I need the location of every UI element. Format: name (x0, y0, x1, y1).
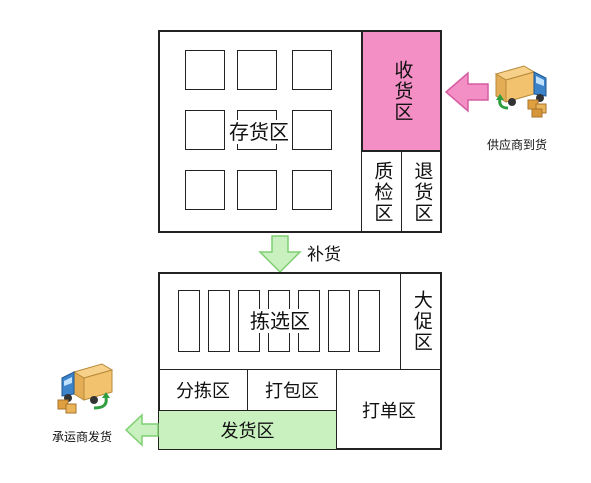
packing-zone: 打包区 (247, 369, 337, 411)
carrier-shipping-label: 承运商发货 (52, 430, 113, 444)
storage-rack (292, 50, 332, 90)
delivery-truck-icon (494, 65, 547, 118)
picking-zone-label: 拣选区 (248, 309, 312, 333)
arrow-down-icon (258, 235, 302, 274)
supplier-arrival-label: 供应商到货 (487, 138, 548, 152)
picking-slot (358, 290, 380, 352)
promo-zone-label: 大促区 (410, 289, 433, 353)
label-printing-zone: 打单区 (336, 369, 442, 450)
qc-zone: 质检区 (361, 151, 402, 233)
label-printing-zone-label: 打单区 (362, 400, 416, 422)
receiving-zone-label: 收货区 (391, 59, 414, 123)
picking-slot (178, 290, 200, 352)
storage-rack (185, 170, 225, 210)
arrow-left-icon (444, 71, 489, 113)
promo-zone: 大促区 (400, 272, 442, 370)
receiving-zone: 收货区 (361, 30, 442, 152)
sorting-zone: 分拣区 (158, 369, 248, 411)
storage-rack (292, 110, 332, 150)
storage-rack (185, 110, 225, 150)
qc-zone-label: 质检区 (371, 160, 394, 224)
return-zone: 退货区 (401, 151, 442, 233)
sorting-zone-label: 分拣区 (176, 381, 230, 402)
storage-rack (292, 170, 332, 210)
arrow-left-icon (124, 413, 159, 447)
storage-zone-label: 存货区 (227, 120, 291, 144)
storage-rack (237, 50, 277, 90)
picking-slot (328, 290, 350, 352)
storage-rack (185, 50, 225, 90)
storage-rack (237, 170, 277, 210)
shipping-zone-label: 发货区 (220, 421, 275, 442)
delivery-truck-icon (57, 363, 114, 414)
packing-zone-label: 打包区 (265, 381, 319, 402)
shipping-zone: 发货区 (158, 410, 337, 450)
return-zone-label: 退货区 (411, 160, 434, 224)
picking-slot (208, 290, 230, 352)
replenish-label: 补货 (307, 245, 341, 265)
